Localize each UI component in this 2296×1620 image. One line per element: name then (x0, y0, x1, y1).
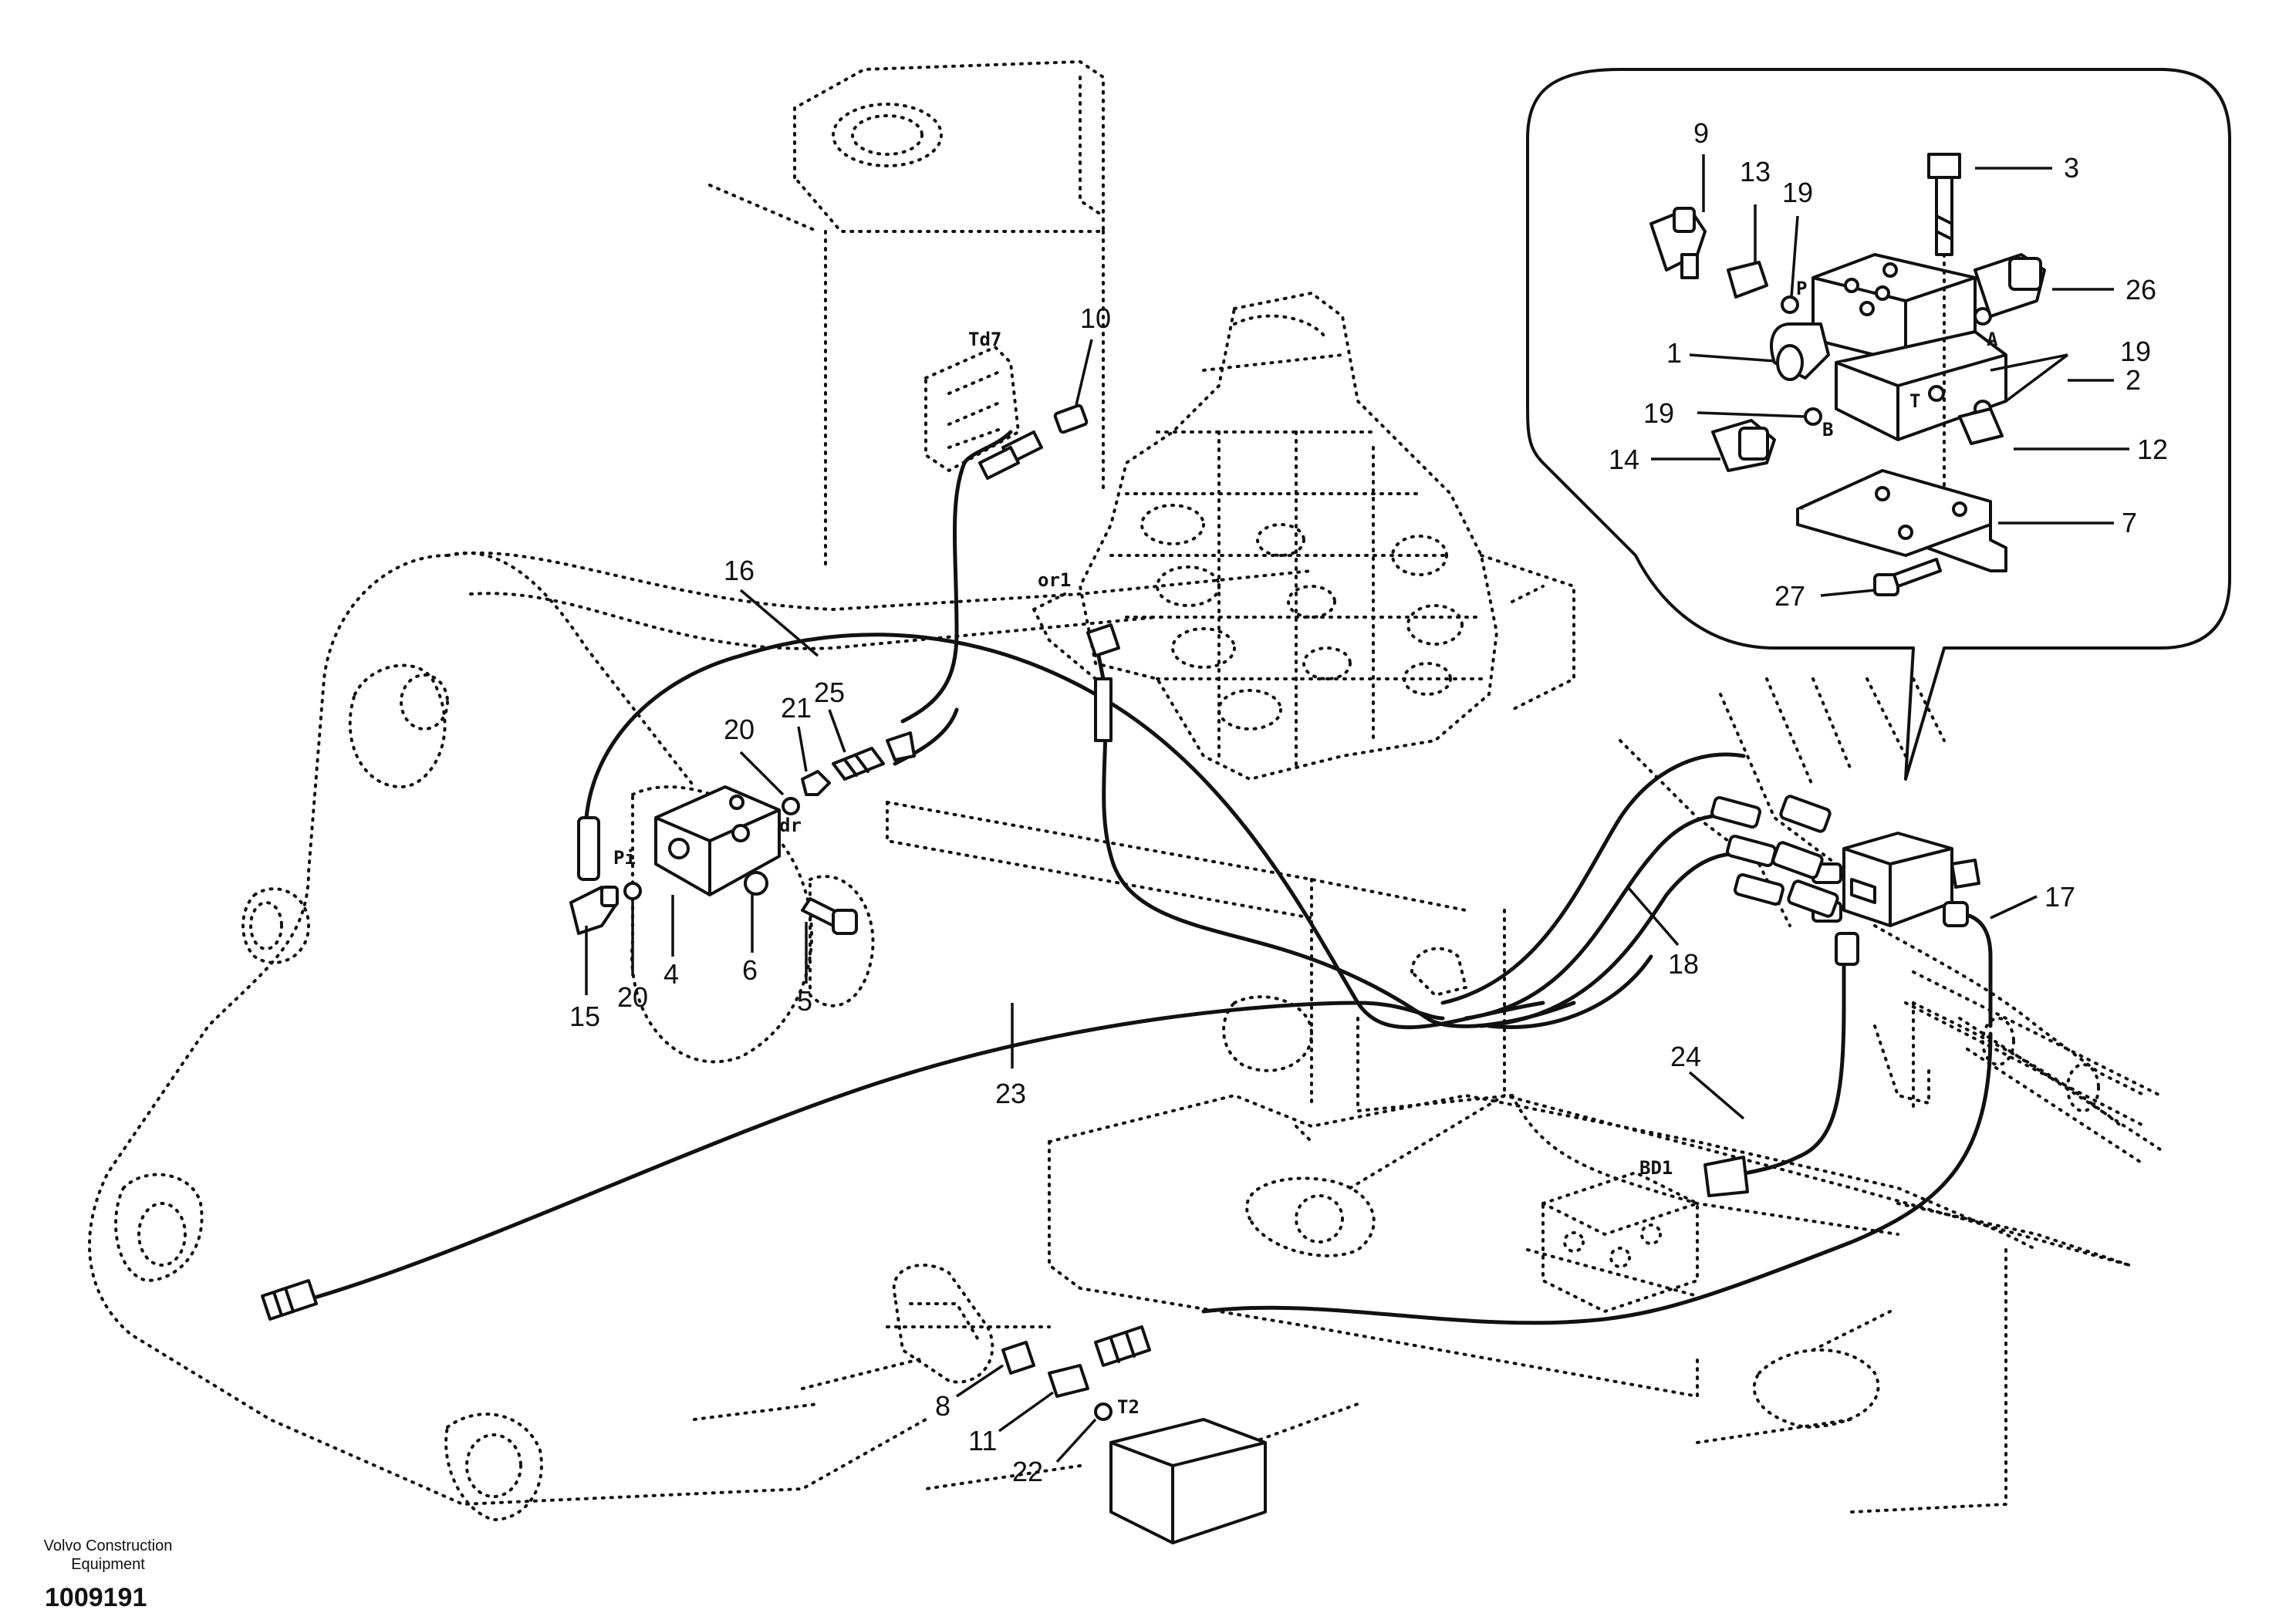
callout-20b: 20 (617, 981, 648, 1013)
port-label-pi: Pi (613, 847, 636, 869)
brand-label: Volvo Construction Equipment (23, 1537, 193, 1574)
callout-19c: 19 (1643, 397, 1674, 429)
callout-20a: 20 (724, 714, 755, 745)
port-label-t: T (1909, 390, 1920, 412)
callout-1: 1 (1666, 337, 1682, 369)
callout-22: 22 (1012, 1456, 1043, 1487)
hose-17 (1961, 912, 1993, 1028)
callout-4: 4 (663, 958, 679, 990)
callout-27: 27 (1774, 580, 1805, 612)
callout-15: 15 (569, 1001, 600, 1032)
callout-24: 24 (1670, 1041, 1701, 1072)
port-label-bd1: BD1 (1639, 1157, 1673, 1179)
callout-19b: 19 (2120, 336, 2151, 367)
callout-17: 17 (2044, 881, 2075, 913)
hose-18 (1440, 752, 1746, 1005)
callouts: 1 2 3 4 5 6 7 8 9 10 11 12 13 14 15 16 1… (569, 117, 2168, 1487)
brand-line-1: Volvo Construction (43, 1537, 173, 1554)
hose-23 (291, 1001, 1445, 1306)
drawing-number: 1009191 (45, 1583, 147, 1612)
port-label-or1: or1 (1038, 569, 1071, 591)
callout-25: 25 (814, 677, 845, 708)
leader-lines (585, 154, 2129, 1463)
port-label-td7: Td7 (968, 329, 1001, 350)
callout-12: 12 (2137, 434, 2168, 465)
port-label-p: P (1796, 278, 1807, 299)
port-label-t2: T2 (1117, 1396, 1140, 1418)
callout-14: 14 (1609, 444, 1639, 475)
machine-frame (88, 60, 2162, 1521)
callout-10: 10 (1080, 302, 1111, 334)
callout-8: 8 (935, 1390, 950, 1422)
callout-21: 21 (781, 692, 812, 724)
callout-23: 23 (995, 1078, 1026, 1109)
port-label-a: A (1987, 329, 1998, 350)
brand-line-2: Equipment (71, 1556, 145, 1573)
port-label-dr: dr (779, 815, 802, 836)
hose-16 (900, 430, 1013, 724)
callout-7: 7 (2122, 507, 2137, 538)
callout-13: 13 (1740, 156, 1771, 187)
callout-16: 16 (724, 555, 755, 586)
callout-11: 11 (968, 1425, 997, 1456)
hose-24 (1718, 939, 1846, 1183)
main-control-valve (1032, 292, 1575, 781)
callout-19a: 19 (1782, 177, 1813, 208)
callout-2: 2 (2125, 364, 2141, 396)
callout-18: 18 (1668, 948, 1699, 980)
callout-5: 5 (797, 985, 812, 1017)
callout-6: 6 (742, 954, 758, 986)
fittings (261, 403, 1980, 1544)
callout-9: 9 (1693, 117, 1709, 149)
port-label-b: B (1822, 419, 1833, 440)
callout-26: 26 (2125, 274, 2156, 305)
detail-bubble (1526, 68, 2231, 781)
callout-3: 3 (2064, 152, 2079, 184)
port-labels: Td7 or1 dr Pi BD1 T2 P A B T (613, 278, 1998, 1418)
valve-block-2 (1842, 832, 1953, 927)
